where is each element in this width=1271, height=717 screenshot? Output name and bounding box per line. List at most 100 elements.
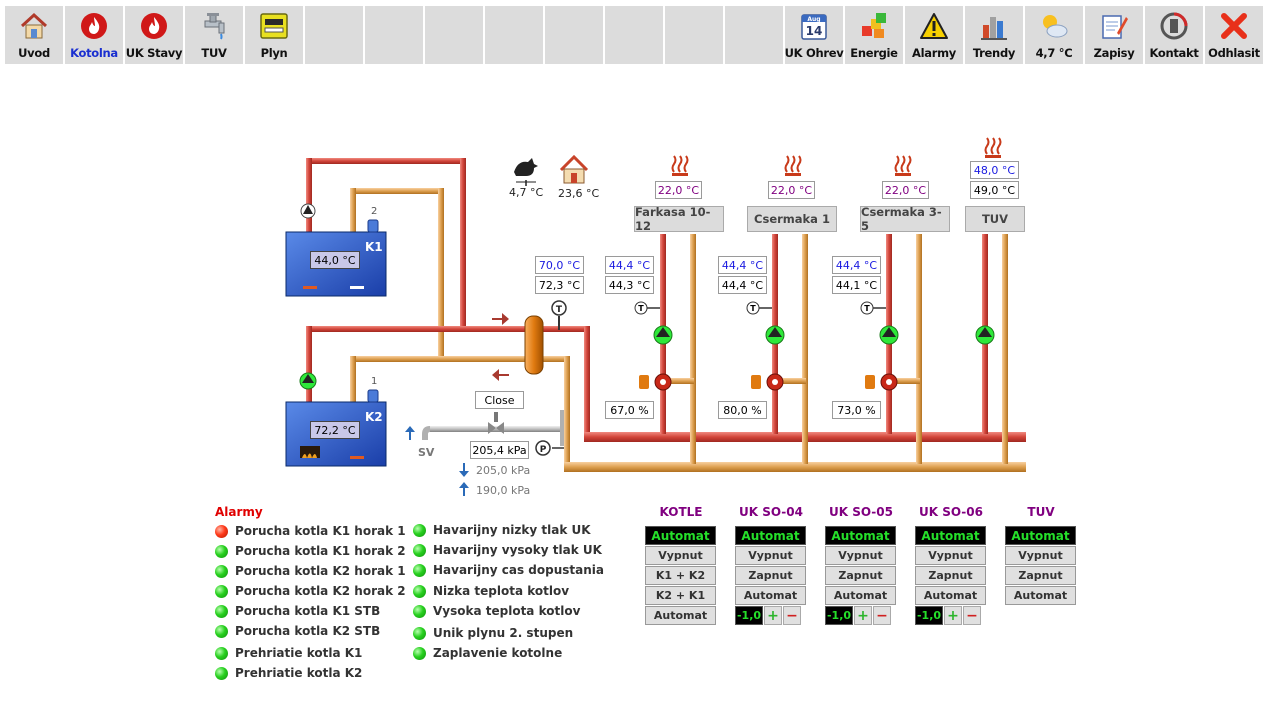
nav-tuv[interactable]: TUV <box>185 6 243 64</box>
toolbar-spacer <box>545 6 603 64</box>
gas-meter-icon <box>258 11 290 41</box>
alarm-item: Nizka teplota kotlov <box>413 584 569 598</box>
nav-kotolna[interactable]: Kotolna <box>65 6 123 64</box>
nav-weather[interactable]: 4,7 °C <box>1025 6 1083 64</box>
nav-trendy[interactable]: Trendy <box>965 6 1023 64</box>
circuit3-actual: 44,1 °C <box>832 276 881 294</box>
return-header <box>564 462 1026 472</box>
svg-text:T: T <box>750 304 756 313</box>
logout-x-icon <box>1218 11 1250 41</box>
minus-icon[interactable]: − <box>783 606 801 625</box>
pressure-sensor-icon <box>535 440 551 456</box>
mode-button[interactable]: Automat <box>735 586 806 605</box>
energy-cubes-icon <box>858 11 890 41</box>
correction-stepper: -1,0+− <box>735 606 801 625</box>
mode-button[interactable]: Zapnut <box>915 566 986 585</box>
supply-pipe <box>306 158 466 164</box>
alarm-item: Porucha kotla K1 STB <box>215 604 380 618</box>
pressure-high: 205,0 kPa <box>476 464 531 477</box>
plus-icon[interactable]: + <box>944 606 962 625</box>
mode-button[interactable]: Vypnut <box>915 546 986 565</box>
header-setpoint: 70,0 °C <box>535 256 584 274</box>
circuit1-name-button[interactable]: Farkasa 10-12 <box>634 205 724 233</box>
flow-arrow-right-icon <box>492 313 509 325</box>
status-led-icon <box>413 523 426 537</box>
weather-icon <box>1038 11 1070 41</box>
circuit2-actual: 44,4 °C <box>718 276 767 294</box>
correction-stepper: -1,0+− <box>825 606 891 625</box>
nav-label: UK Stavy <box>125 46 183 60</box>
nav-odhlasit[interactable]: Odhlasit <box>1205 6 1263 64</box>
circuit2-name-button[interactable]: Csermaka 1 <box>747 206 837 232</box>
minus-icon[interactable]: − <box>873 606 891 625</box>
correction-value: -1,0 <box>915 606 943 625</box>
mode-button[interactable]: Zapnut <box>825 566 896 585</box>
calendar-month: Aug <box>807 16 820 23</box>
hydraulic-separator <box>524 315 544 375</box>
alarm-item: Porucha kotla K2 horak 2 <box>215 584 406 598</box>
mode-button[interactable]: Automat <box>645 606 716 625</box>
mode-status: Automat <box>1005 526 1076 545</box>
boiler-k2-label: K2 <box>365 410 383 424</box>
alarm-item: Prehriatie kotla K1 <box>215 646 362 660</box>
circuit3-room-temp: 22,0 °C <box>882 181 929 199</box>
toolbar-spacer <box>725 6 783 64</box>
nav-uvod[interactable]: Uvod <box>5 6 63 64</box>
mode-button[interactable]: Vypnut <box>735 546 806 565</box>
nav-label: Alarmy <box>912 46 956 60</box>
mode-status: Automat <box>915 526 986 545</box>
mode-button[interactable]: Zapnut <box>1005 566 1076 585</box>
mode-button[interactable]: Zapnut <box>735 566 806 585</box>
minus-icon[interactable]: − <box>963 606 981 625</box>
circuit1-setpoint: 44,4 °C <box>605 256 654 274</box>
svg-text:P: P <box>540 445 547 455</box>
boiler-k1-temp: 44,0 °C <box>310 251 360 269</box>
nav-kontakt[interactable]: Kontakt <box>1145 6 1203 64</box>
mode-status: Automat <box>735 526 806 545</box>
sv-label: SV <box>418 446 435 459</box>
valve-close-button[interactable]: Close <box>475 391 524 409</box>
alarm-item: Havarijny vysoky tlak UK <box>413 543 602 557</box>
mode-button[interactable]: Vypnut <box>825 546 896 565</box>
nav-energie[interactable]: Energie <box>845 6 903 64</box>
fill-valve-icon[interactable] <box>488 422 504 434</box>
supply-pipe <box>306 326 312 404</box>
nav-zapisy[interactable]: Zapisy <box>1085 6 1143 64</box>
alarm-label: Havarijny vysoky tlak UK <box>433 543 602 557</box>
alarms-title: Alarmy <box>215 505 263 519</box>
nav-label: Zapisy <box>1093 46 1135 60</box>
plus-icon[interactable]: + <box>764 606 782 625</box>
mode-button[interactable]: K1 + K2 <box>645 566 716 585</box>
plus-icon[interactable]: + <box>854 606 872 625</box>
circuit1-room-temp: 22,0 °C <box>655 181 702 199</box>
mode-button[interactable]: Automat <box>915 586 986 605</box>
flame-icon <box>138 11 170 41</box>
alarm-label: Porucha kotla K1 STB <box>235 604 381 618</box>
boiler-k1-tag: 2 <box>371 206 378 217</box>
alarm-item: Porucha kotla K2 STB <box>215 624 380 638</box>
alarm-item: Porucha kotla K1 horak 1 <box>215 524 406 538</box>
arrow-down-icon <box>459 463 469 477</box>
nav-alarmy[interactable]: Alarmy <box>905 6 963 64</box>
pressure-low: 190,0 kPa <box>476 484 531 497</box>
mode-button[interactable]: K2 + K1 <box>645 586 716 605</box>
nav-uk-stavy[interactable]: UK Stavy <box>125 6 183 64</box>
circuit3-name-button[interactable]: Csermaka 3-5 <box>860 205 950 233</box>
control-column-title: TUV <box>1027 505 1055 519</box>
circuit1-valve: 67,0 % <box>605 401 654 419</box>
nav-plyn[interactable]: Plyn <box>245 6 303 64</box>
mode-button[interactable]: Automat <box>825 586 896 605</box>
nav-label: Trendy <box>972 46 1016 60</box>
alarm-item: Havarijny nizky tlak UK <box>413 523 591 537</box>
alarm-label: Porucha kotla K2 horak 1 <box>235 564 406 578</box>
mode-button[interactable]: Vypnut <box>1005 546 1076 565</box>
temp-sensor-icon <box>551 300 567 316</box>
control-column-title: UK SO-06 <box>919 505 983 519</box>
alarm-item: Porucha kotla K2 horak 1 <box>215 564 406 578</box>
mode-button[interactable]: Automat <box>1005 586 1076 605</box>
mode-button[interactable]: Vypnut <box>645 546 716 565</box>
house-icon <box>18 11 50 41</box>
tuv-name-button[interactable]: TUV <box>965 206 1025 232</box>
alarm-label: Porucha kotla K2 STB <box>235 624 381 638</box>
